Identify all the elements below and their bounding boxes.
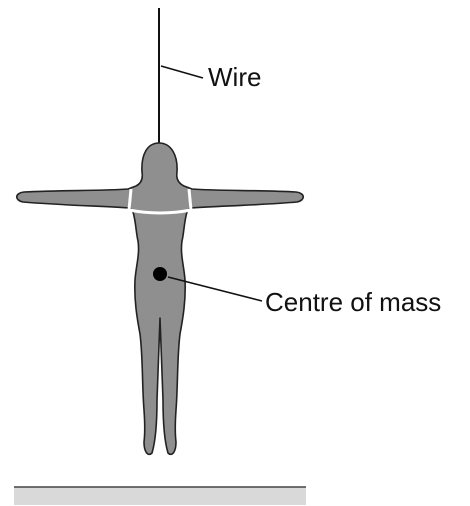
human-figure: [17, 143, 304, 454]
strap-right: [189, 189, 191, 210]
centre-of-mass-label: Centre of mass: [265, 287, 441, 317]
wire-leader-line: [161, 66, 203, 78]
wire-label: Wire: [208, 62, 261, 92]
floor: [14, 487, 306, 505]
centre-of-mass-marker: [153, 267, 167, 281]
strap-left: [129, 189, 131, 210]
figure-body-outline: [17, 143, 304, 454]
